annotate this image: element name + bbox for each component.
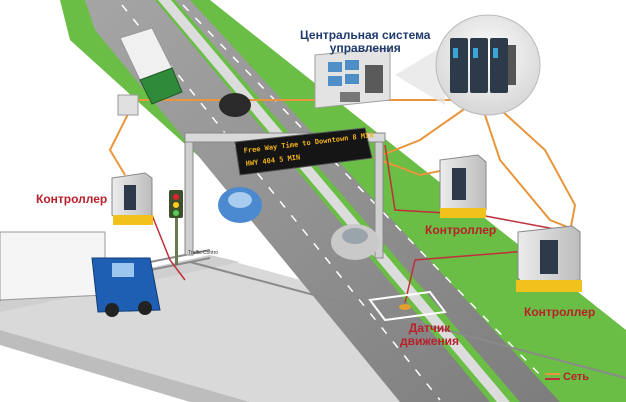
controller-callout [395, 14, 541, 116]
controller-cabinet-right [516, 225, 582, 292]
traffic-light [169, 190, 183, 265]
green-truck [119, 27, 183, 105]
controller-cabinet-left [111, 172, 153, 225]
sign-gantry [184, 127, 386, 259]
controller-cabinet-middle [439, 154, 487, 218]
controller-label-left: Контроллер [36, 192, 108, 206]
legend-network-label: Сеть [563, 371, 590, 383]
blue-semi-truck [0, 231, 161, 317]
central-system-label: Центральная система управления [300, 28, 431, 55]
control-center-building [314, 47, 391, 109]
motion-sensor-label: Датчик движения [400, 321, 460, 348]
controller-label-right: Контроллер [524, 305, 596, 319]
sensor-cables [149, 144, 561, 304]
legend [545, 373, 560, 380]
motion-sensor [368, 290, 447, 322]
controller-label-middle: Контроллер [425, 223, 497, 237]
server-units [450, 38, 516, 93]
vehicles [0, 27, 379, 317]
traffic-control-text: Traffic Contro [188, 250, 218, 256]
